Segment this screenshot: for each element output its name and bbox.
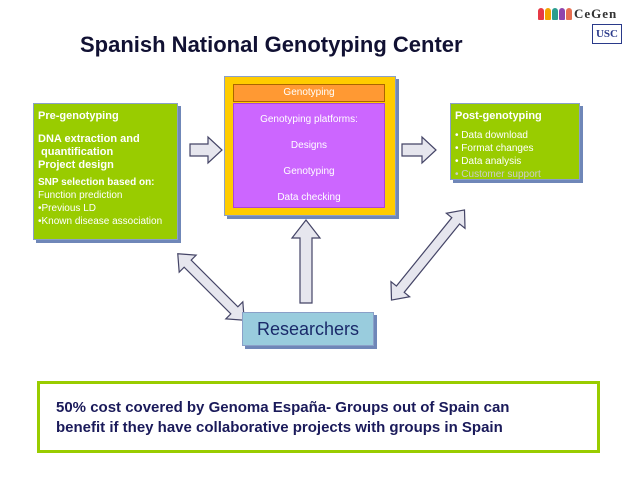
post-item-data-analysis: • Data analysis: [455, 156, 522, 167]
genotyping-tab: Genotyping: [233, 84, 385, 102]
bullet-icon: •: [455, 169, 462, 180]
cegen-usc-logo: CeGen USC: [538, 4, 630, 44]
funding-note-line-1: 50% cost covered by Genoma España- Group…: [56, 399, 510, 416]
genotyping-platforms-box: Genotyping platforms: Designs Genotyping…: [233, 103, 385, 208]
post-item-customer-support: • Customer support: [455, 169, 541, 180]
arrow-genotyping-to-post: [401, 135, 437, 165]
bullet-icon: •: [455, 156, 462, 167]
bullet-icon: •: [38, 216, 42, 227]
arrow-researchers-post: [390, 209, 466, 301]
cegen-logo-text: CeGen: [574, 6, 618, 21]
funding-note: 50% cost covered by Genoma España- Group…: [37, 381, 600, 453]
pre-genotyping-heading: Pre-genotyping: [38, 110, 119, 122]
pre-genotyping-line-1: DNA extraction and: [38, 133, 140, 145]
snp-item-function-prediction: Function prediction: [38, 190, 123, 201]
pre-genotyping-box: Pre-genotyping DNA extraction and quanti…: [33, 103, 178, 240]
people-figures-icon: [538, 8, 574, 22]
genotyping-item-designs: Designs: [290, 140, 328, 151]
funding-note-line-2: benefit if they have collaborative proje…: [56, 419, 503, 436]
usc-logo: USC: [592, 24, 622, 44]
bullet-icon: •: [455, 143, 462, 154]
arrow-pre-to-genotyping: [189, 135, 223, 165]
snp-item-known-disease: •Known disease association: [38, 216, 163, 227]
snp-item-previous-ld: •Previous LD: [38, 203, 96, 214]
pre-genotyping-line-2: quantification: [38, 146, 114, 158]
post-item-format-changes: • Format changes: [455, 143, 534, 154]
pre-genotyping-line-3: Project design: [38, 159, 114, 171]
researchers-box: Researchers: [242, 312, 374, 346]
arrow-pre-researchers: [177, 253, 245, 321]
page-title: Spanish National Genotyping Center: [80, 32, 463, 57]
genotyping-item-genotyping: Genotyping: [283, 166, 335, 177]
snp-selection-heading: SNP selection based on:: [38, 177, 155, 188]
bullet-icon: •: [455, 130, 462, 141]
genotyping-item-data-checking: Data checking: [277, 192, 341, 203]
post-genotyping-heading: Post-genotyping: [455, 110, 542, 122]
post-genotyping-box: Post-genotyping • Data download • Format…: [450, 103, 580, 180]
bullet-icon: •: [38, 203, 42, 214]
post-item-data-download: • Data download: [455, 130, 528, 141]
arrow-researchers-to-genotyping: [290, 219, 322, 304]
genotyping-platforms-heading: Genotyping platforms:: [260, 114, 358, 125]
